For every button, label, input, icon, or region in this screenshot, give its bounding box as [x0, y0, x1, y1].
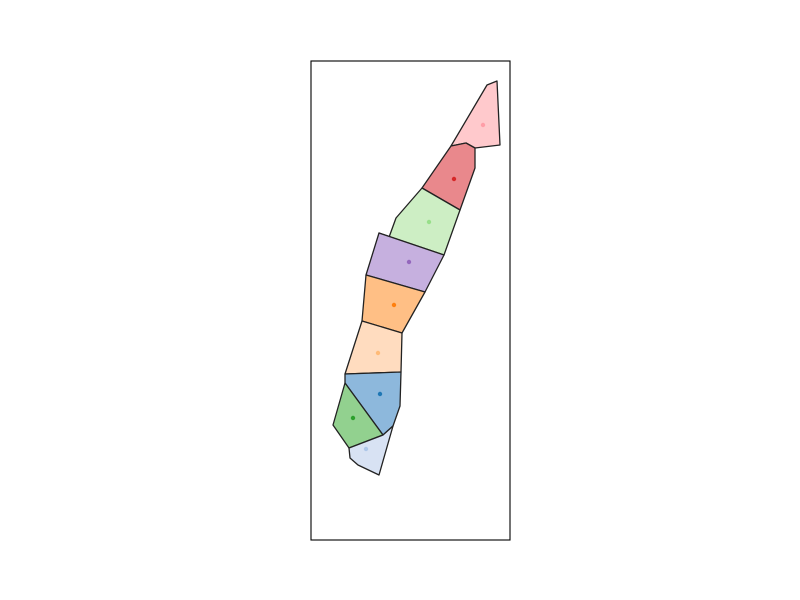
region-r9 [348, 425, 394, 476]
centroid-point-r9 [363, 446, 369, 452]
centroid-point-r2 [451, 176, 457, 182]
centroid-point-r7 [377, 391, 383, 397]
centroid-point-r6 [375, 350, 381, 356]
regions-group [332, 80, 501, 476]
centroid-point-r8 [350, 415, 356, 421]
centroid-point-r3 [426, 219, 432, 225]
centroid-point-r5 [391, 302, 397, 308]
region-r1 [450, 80, 501, 149]
axes-frame [310, 60, 511, 541]
centroid-points-group [350, 122, 486, 452]
centroid-point-r4 [406, 259, 412, 265]
centroid-point-r1 [480, 122, 486, 128]
